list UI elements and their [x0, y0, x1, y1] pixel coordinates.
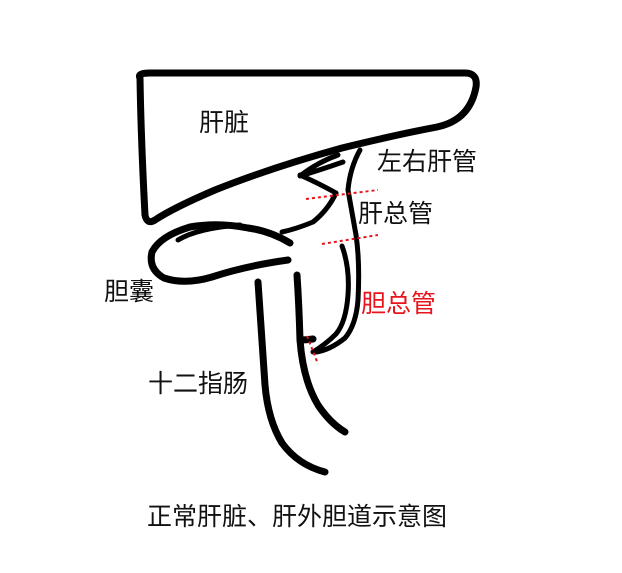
label-gallbladder: 胆囊: [104, 277, 154, 306]
right-hepatic-duct: [297, 172, 339, 196]
diagram-caption: 正常肝脏、肝外胆道示意图: [147, 502, 447, 531]
gallbladder-neck: [175, 222, 243, 243]
hepatic-duct-junction: [297, 152, 346, 179]
gallbladder-outline: [147, 221, 294, 285]
common-bile-duct: [310, 243, 351, 355]
label-left-right-hepatic-duct: 左右肝管: [377, 147, 477, 176]
left-hepatic-duct: [345, 147, 363, 193]
common-hepatic-duct-right-wall: [345, 187, 359, 238]
label-common-hepatic-duct: 肝总管: [358, 199, 433, 228]
label-liver: 肝脏: [199, 108, 249, 137]
label-common-bile-duct: 胆总管: [361, 289, 436, 318]
common-hepatic-duct-left-wall: [279, 190, 339, 235]
cut-line-hepatic-confluence: [305, 189, 379, 200]
liver-outline: [136, 69, 480, 226]
label-duodenum: 十二指肠: [148, 369, 248, 398]
duodenum-outer-wall: [254, 278, 329, 476]
cut-line-cystic-junction: [321, 234, 379, 245]
duodenum-inner-wall: [293, 271, 349, 436]
common-bile-duct-inner: [313, 232, 362, 355]
duodenum-papilla-stub: [296, 335, 317, 344]
cut-line-papilla: [306, 335, 319, 365]
